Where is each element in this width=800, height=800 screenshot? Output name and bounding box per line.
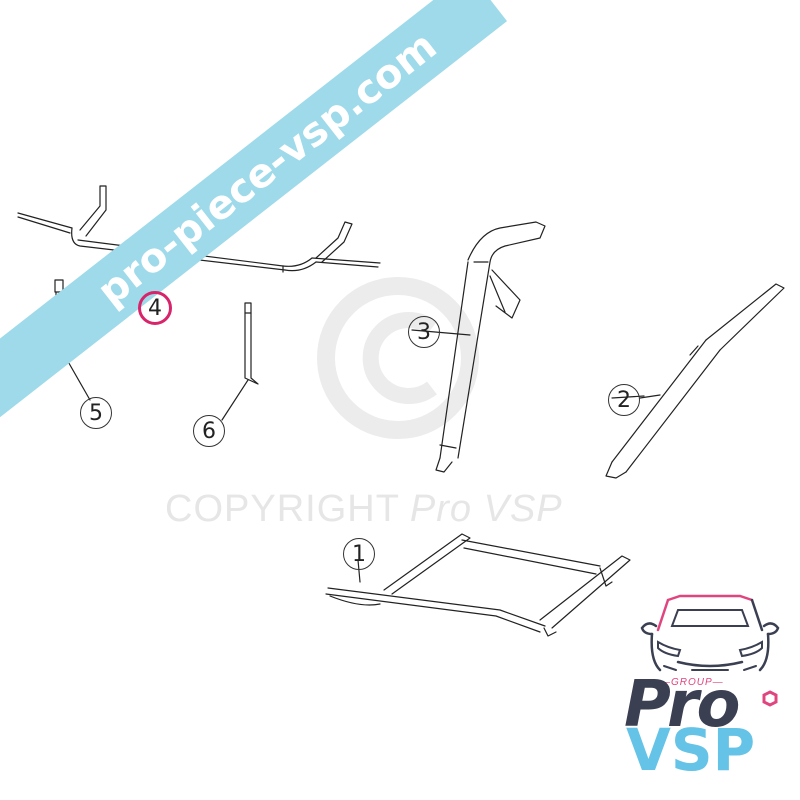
logo-brand-vsp: VSP bbox=[626, 716, 756, 784]
logo-group-text: GROUP bbox=[671, 677, 713, 688]
car-outline-logo-icon bbox=[640, 594, 780, 707]
copyright-brand: Pro VSP bbox=[409, 488, 563, 530]
logo-brand-pro: Pro bbox=[624, 668, 740, 742]
callout-number: 3 bbox=[417, 319, 431, 345]
callout-number: 1 bbox=[352, 541, 366, 567]
callout-2: 2 bbox=[608, 384, 640, 416]
copyright-label: COPYRIGHT bbox=[165, 488, 400, 530]
callout-1: 1 bbox=[343, 538, 375, 570]
callout-5: 5 bbox=[80, 397, 112, 429]
callout-number: 4 bbox=[148, 295, 162, 321]
callout-3: 3 bbox=[408, 316, 440, 348]
part-1-frame bbox=[325, 533, 631, 637]
logo-group-label: —GROUP— bbox=[660, 677, 724, 688]
callout-6: 6 bbox=[193, 415, 225, 447]
part-3-tube bbox=[411, 221, 546, 473]
callout-4-highlighted: 4 bbox=[138, 291, 172, 325]
callout-number: 5 bbox=[89, 400, 103, 426]
part-6-strap bbox=[221, 302, 259, 421]
callout-number: 2 bbox=[617, 387, 631, 413]
part-2-tube bbox=[605, 283, 785, 479]
callout-number: 6 bbox=[202, 418, 216, 444]
